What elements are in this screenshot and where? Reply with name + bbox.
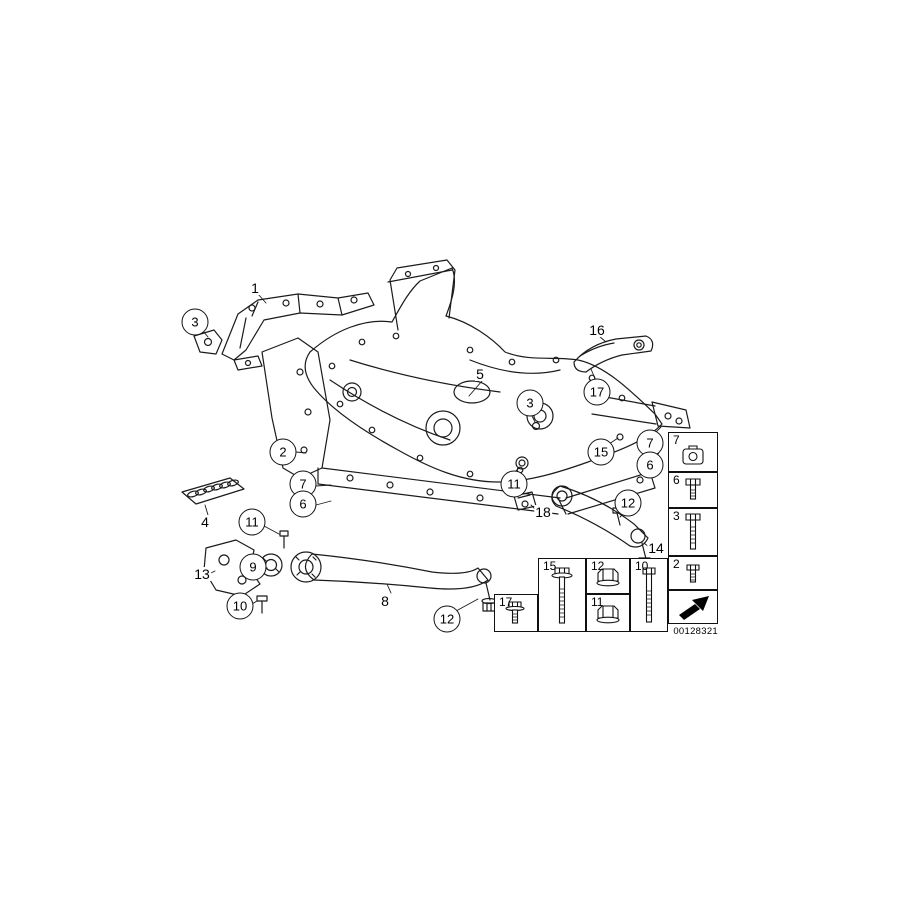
part-label-16: 16 (588, 322, 606, 338)
part-label-13: 13 (193, 566, 211, 582)
hex-bolt-long-icon (685, 513, 701, 550)
legend-label-2: 2 (673, 557, 680, 571)
legend-label-10: 10 (635, 559, 649, 573)
part-label-18: 18 (534, 504, 552, 520)
callout-9: 9 (239, 553, 267, 581)
subframe-front-rail (261, 337, 656, 515)
mount-bracket-small (193, 329, 223, 355)
cage-nut-icon (682, 445, 704, 465)
part-label-8: 8 (380, 593, 390, 609)
legend-label-3: 3 (673, 509, 680, 523)
flange-nut-icon (596, 605, 620, 624)
fastener-targets (279, 421, 624, 549)
legend-cell-2: 2 (668, 556, 718, 590)
legend-cell-10: 10 (630, 558, 668, 632)
callout-6: 6 (636, 451, 664, 479)
legend-label-11: 11 (591, 595, 604, 609)
screw-icon (686, 564, 700, 583)
callout-12: 12 (433, 605, 461, 633)
callout-2: 2 (269, 438, 297, 466)
legend-cell-15: 15 (538, 558, 586, 632)
callout-3: 3 (516, 389, 544, 417)
legend-label-7: 7 (673, 433, 680, 447)
callout-6: 6 (289, 490, 317, 518)
legend-cell-6: 6 (668, 472, 718, 508)
bolt-long-icon (642, 567, 656, 623)
callout-15: 15 (587, 438, 615, 466)
engine-support-bracket-left (221, 292, 375, 371)
legend-cell-12: 12 (586, 558, 630, 594)
legend-cell-11: 11 (586, 594, 630, 632)
wishbone-arm (290, 551, 497, 612)
callout-3: 3 (181, 308, 209, 336)
legend-label-17: 17 (499, 595, 513, 609)
bolt-washer-long-icon (551, 567, 573, 624)
callout-10: 10 (226, 592, 254, 620)
legend-label-12: 12 (591, 559, 605, 573)
legend-cell-3: 3 (668, 508, 718, 556)
part-label-14: 14 (647, 540, 665, 556)
callout-11: 11 (238, 508, 266, 536)
diagram-id: 00128321 (673, 626, 718, 637)
flange-nut-icon (596, 568, 620, 587)
part-label-5: 5 (475, 366, 485, 382)
legend-cell-7: 7 (668, 432, 718, 472)
legend-label-15: 15 (543, 559, 557, 573)
bolt-10-target (256, 595, 268, 614)
legend-cell-17: 17 (494, 594, 538, 632)
callout-12: 12 (614, 489, 642, 517)
callout-11: 11 (500, 470, 528, 498)
bracket-16 (573, 335, 654, 373)
callout-17: 17 (583, 378, 611, 406)
direction-arrow-icon (679, 596, 709, 620)
screw-washer-icon (505, 601, 525, 624)
part-label-4: 4 (200, 514, 210, 530)
ribbed-plate (181, 477, 245, 505)
legend-label-6: 6 (673, 473, 680, 487)
hex-bolt-icon (685, 478, 701, 500)
part-label-1: 1 (250, 280, 260, 296)
legend-cell-arrow (668, 590, 718, 624)
